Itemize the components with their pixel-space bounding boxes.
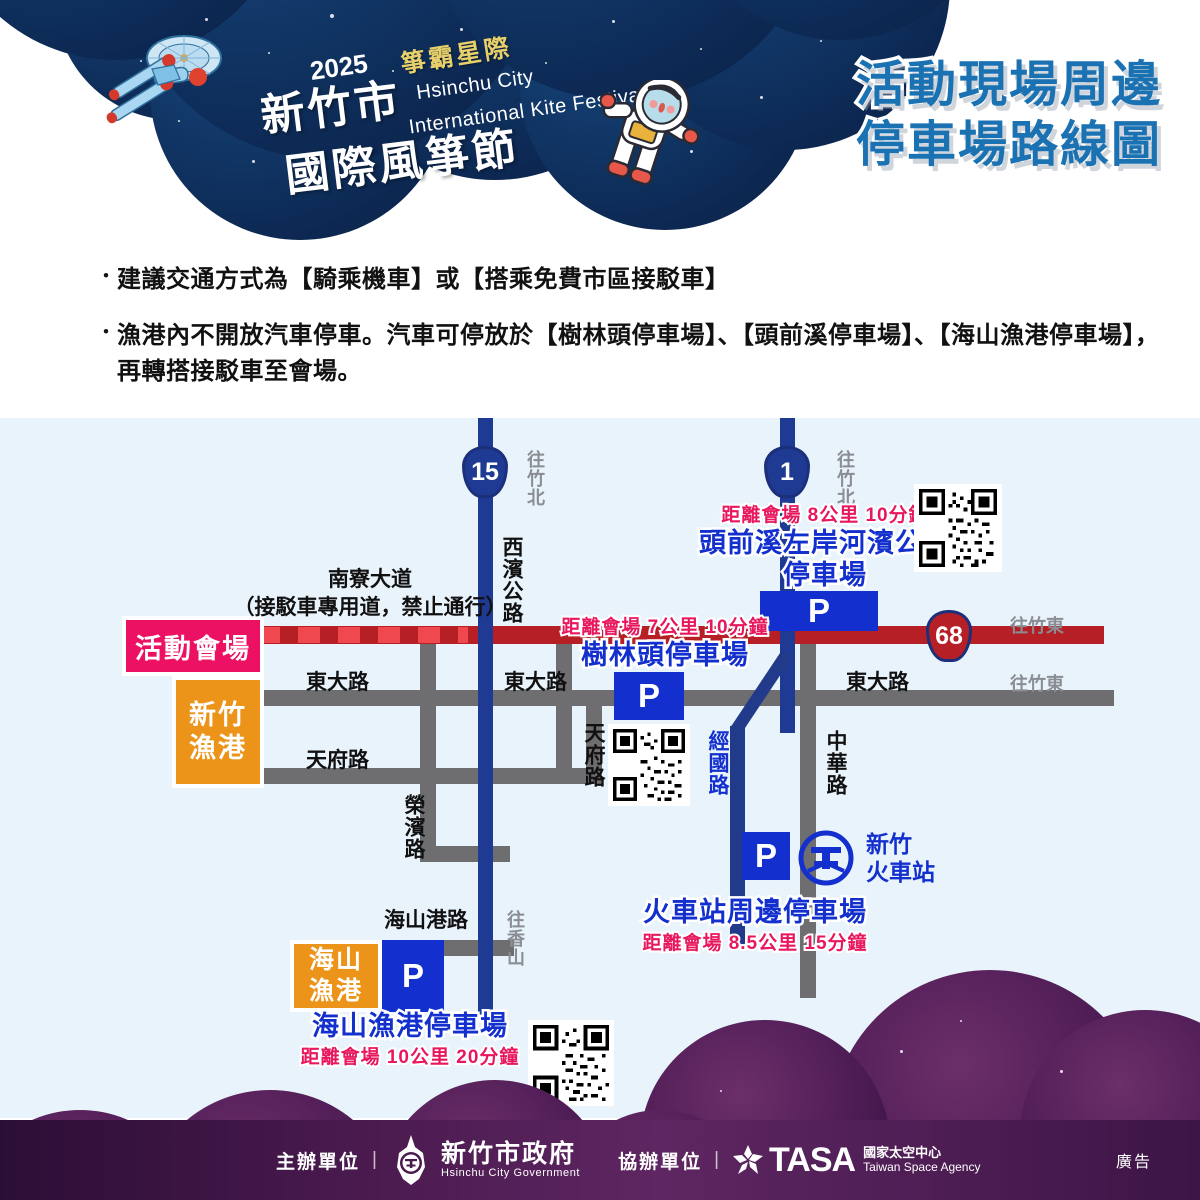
- train-station-label: 新竹 火車站: [866, 830, 935, 886]
- road-connector-b: [586, 706, 602, 776]
- highway-shield-68: 68: [926, 610, 972, 662]
- road-tianfu-main: [216, 768, 556, 784]
- shield-number: 15: [471, 457, 499, 486]
- station-label-line2: 火車站: [866, 859, 935, 886]
- parking-name-line1: 火車站周邊停車場: [641, 894, 869, 929]
- road-rongbin: [420, 768, 436, 862]
- bullet-marker: ・: [95, 265, 117, 288]
- road-label-zhonghua: 中華路: [824, 730, 847, 796]
- road-vertical-mid: [556, 630, 572, 782]
- parking-name-line2: 停車場: [781, 558, 869, 593]
- shield-number: 1: [780, 457, 794, 486]
- road-15-south: [478, 858, 493, 1018]
- road-label-tianfu-v: 天府路: [582, 722, 605, 788]
- parking-marker-shulintou[interactable]: P: [614, 672, 684, 720]
- road-label-tianfu-h: 天府路: [306, 749, 369, 772]
- notice-list: ・ 建議交通方式為【騎乘機車】或【搭乘免費市區接駁車】 ・ 漁港內不開放汽車停車…: [95, 262, 1175, 410]
- distance-text: 距離會場 10公里 20分鐘: [299, 1045, 521, 1070]
- tasa-name-cn: 國家太空中心: [863, 1144, 942, 1160]
- bullet-text: 漁港內不開放汽車停車。汽車可停放於【樹林頭停車場】、【頭前溪停車場】、【海山漁港…: [117, 322, 1160, 385]
- road-label-jingguo: 經國路: [706, 730, 729, 796]
- haishan-fishing-port-box: 海山 漁港: [290, 940, 382, 1012]
- road-label-dongda-1: 東大路: [306, 671, 369, 694]
- list-item: ・ 建議交通方式為【騎乘機車】或【搭乘免費市區接駁車】: [95, 262, 1175, 298]
- parking-name-line1: 頭前溪左岸河濱公園: [697, 525, 953, 560]
- qr-code-shulintou[interactable]: [608, 724, 690, 806]
- tasa-logo-icon: [733, 1145, 764, 1174]
- tra-logo-icon: [798, 830, 854, 886]
- host-group: 主辦單位 | 新竹市政府 Hsinchu City Government: [276, 1133, 580, 1187]
- station-label-line1: 新竹: [866, 831, 912, 857]
- road-nanliao-shuttle-dashed: [258, 627, 468, 643]
- distance-text: 距離會場 7公里 10分鐘: [559, 615, 769, 640]
- callout-touqianxi: 距離會場 8公里 10分鐘 頭前溪左岸河濱公園 停車場: [660, 500, 990, 593]
- highway-shield-15: 15: [462, 446, 508, 498]
- highway-shield-1: 1: [764, 446, 810, 498]
- nanliao-line2: （接駁車專用道，禁止通行）: [233, 595, 507, 619]
- separator: |: [714, 1149, 720, 1170]
- festival-logo: 箏霸星際 2025 新竹市 國際風箏節 Hsinchu City Interna…: [240, 30, 660, 202]
- parking-name-line1: 海山漁港停車場: [310, 1008, 510, 1043]
- direction-label-north-1: 往竹北: [525, 450, 545, 507]
- page-title: 活動現場周邊 停車場路線圖: [852, 55, 1163, 176]
- host-name-en: Hsinchu City Government: [440, 1167, 581, 1180]
- parking-marker-station[interactable]: P: [742, 832, 790, 880]
- road-jingguo-diagonal: [730, 653, 795, 728]
- road-label-haishan-port: 海山港路: [384, 909, 468, 932]
- tasa-name-en: Taiwan Space Agency: [863, 1159, 981, 1174]
- ad-label: 廣告: [1115, 1154, 1152, 1171]
- parking-marker-haishan[interactable]: P: [382, 940, 444, 1012]
- page-title-line1: 活動現場周邊: [852, 55, 1163, 116]
- host-label: 主辦單位: [276, 1151, 361, 1173]
- separator: |: [372, 1149, 377, 1170]
- hsinchu-city-logo-icon: [396, 1135, 425, 1185]
- road-zhonghua: [800, 630, 816, 998]
- shield-number: 68: [935, 621, 963, 650]
- haishan-box-line1: 海山: [308, 946, 363, 974]
- direction-label-north-2: 往竹北: [835, 450, 855, 507]
- tasa-wordmark: TASA: [769, 1140, 856, 1179]
- astronaut-icon: [600, 80, 700, 186]
- parking-name-line1: 樹林頭停車場: [579, 637, 751, 672]
- hsinchu-fishing-port-box: 新竹 漁港: [172, 676, 264, 788]
- coorganizer-group: 協辦單位 | TASA 國家太空中心 Taiwan Space Agency: [618, 1141, 980, 1180]
- direction-label-xiangshan: 往香山: [505, 910, 525, 967]
- direction-label-east-1: 往竹東: [1010, 616, 1064, 636]
- nanliao-line1: 南寮大道: [328, 568, 412, 591]
- venue-box: 活動會場: [122, 616, 264, 676]
- distance-text: 距離會場 8公里 10分鐘: [719, 503, 929, 528]
- callout-haishan: 海山漁港停車場 距離會場 10公里 20分鐘: [230, 1008, 590, 1070]
- port-box-line1: 新竹: [189, 699, 247, 730]
- callout-shulintou: 距離會場 7公里 10分鐘 樹林頭停車場: [500, 612, 830, 673]
- footer-bar: 主辦單位 | 新竹市政府 Hsinchu City Government 協辦單…: [0, 1120, 1200, 1200]
- spaceship-icon: [106, 35, 222, 124]
- distance-text: 距離會場 8.5公里 15分鐘: [640, 931, 868, 956]
- page-title-line2: 停車場路線圖: [852, 114, 1163, 175]
- road-provincial-1-lower: [780, 663, 795, 733]
- road-label-xibin: 西濱公路: [500, 536, 523, 624]
- bullet-marker: ・: [95, 321, 117, 344]
- direction-label-east-2: 往竹東: [1010, 674, 1064, 694]
- coorganizer-label: 協辦單位: [618, 1151, 703, 1173]
- road-label-nanliao: 南寮大道 （接駁車專用道，禁止通行）: [200, 566, 540, 621]
- host-name: 新竹市政府: [440, 1139, 576, 1168]
- road-label-dongda-2: 東大路: [504, 671, 567, 694]
- parking-route-map: P P P P 活動會場 新竹 漁港 海山 漁港 15 1 68 往竹北 往竹北…: [0, 418, 1200, 1118]
- callout-station: 火車站周邊停車場 距離會場 8.5公里 15分鐘: [590, 894, 920, 956]
- road-label-dongda-3: 東大路: [846, 671, 909, 694]
- road-label-rongbin: 榮濱路: [402, 794, 425, 860]
- qr-code-touqianxi[interactable]: [914, 484, 1002, 572]
- port-box-line2: 漁港: [189, 733, 247, 763]
- parking-marker-touqianxi[interactable]: P: [760, 591, 878, 631]
- qr-code-haishan[interactable]: [528, 1020, 614, 1106]
- list-item: ・ 漁港內不開放汽車停車。汽車可停放於【樹林頭停車場】、【頭前溪停車場】、【海山…: [95, 318, 1175, 390]
- bullet-text: 建議交通方式為【騎乘機車】或【搭乘免費市區接駁車】: [117, 266, 730, 293]
- road-jingguo-vertical: [730, 726, 745, 948]
- haishan-box-line2: 漁港: [308, 977, 363, 1005]
